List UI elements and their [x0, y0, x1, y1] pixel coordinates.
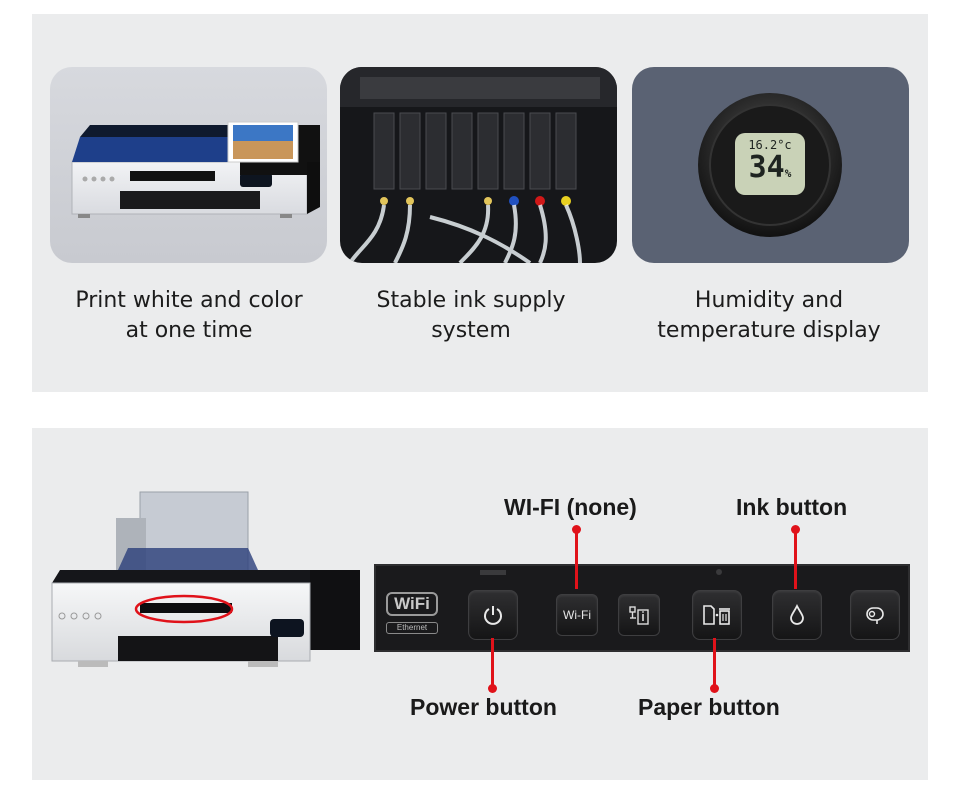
- ink-drop-icon: [790, 604, 804, 625]
- power-label: Power button: [410, 694, 557, 720]
- callout-line: [575, 529, 578, 589]
- callout-line: [794, 529, 797, 589]
- callout-line: [491, 638, 494, 688]
- indicator-light: [480, 570, 506, 575]
- hygrometer-image: 16.2°c 34%: [632, 67, 909, 263]
- callout-dot: [710, 684, 719, 693]
- indicator-light: [716, 569, 722, 575]
- control-strip: WiFi Ethernet Wi-Fi: [374, 564, 910, 652]
- network-info-button[interactable]: [618, 594, 660, 636]
- ethernet-label: Ethernet: [386, 622, 438, 634]
- printer-front-image: [48, 488, 366, 673]
- paper-roll-icon: [866, 607, 884, 624]
- callout-line: [713, 638, 716, 688]
- ink-label: Ink button: [736, 494, 848, 520]
- feature-caption: Humidity and temperature display: [657, 288, 881, 343]
- paper-cut-icon: [703, 605, 730, 625]
- power-icon: [484, 606, 502, 625]
- ink-button[interactable]: [772, 590, 822, 640]
- feature-caption: Print white and color at one time: [75, 288, 303, 343]
- wifi-logo: WiFi: [386, 592, 438, 616]
- callout-dot: [488, 684, 497, 693]
- hygrometer-display: 16.2°c 34%: [735, 133, 805, 195]
- wifi-label: WI-FI (none): [504, 494, 637, 520]
- feature-panel: Print white and color at one time: [32, 14, 928, 392]
- paper-button[interactable]: [692, 590, 742, 640]
- paper-label: Paper button: [638, 694, 780, 720]
- ink-system-image: [340, 67, 617, 263]
- wifi-button[interactable]: Wi-Fi: [556, 594, 598, 636]
- power-button[interactable]: [468, 590, 518, 640]
- printer-image: [50, 67, 327, 263]
- humidity-readout: 34%: [748, 150, 792, 185]
- temperature-readout: 16.2°c: [748, 138, 792, 152]
- paper-roll-button[interactable]: [850, 590, 900, 640]
- feature-caption: Stable ink supply system: [376, 288, 566, 343]
- network-info-icon: [629, 606, 649, 625]
- control-panel-section: WiFi Ethernet Wi-Fi: [32, 428, 928, 780]
